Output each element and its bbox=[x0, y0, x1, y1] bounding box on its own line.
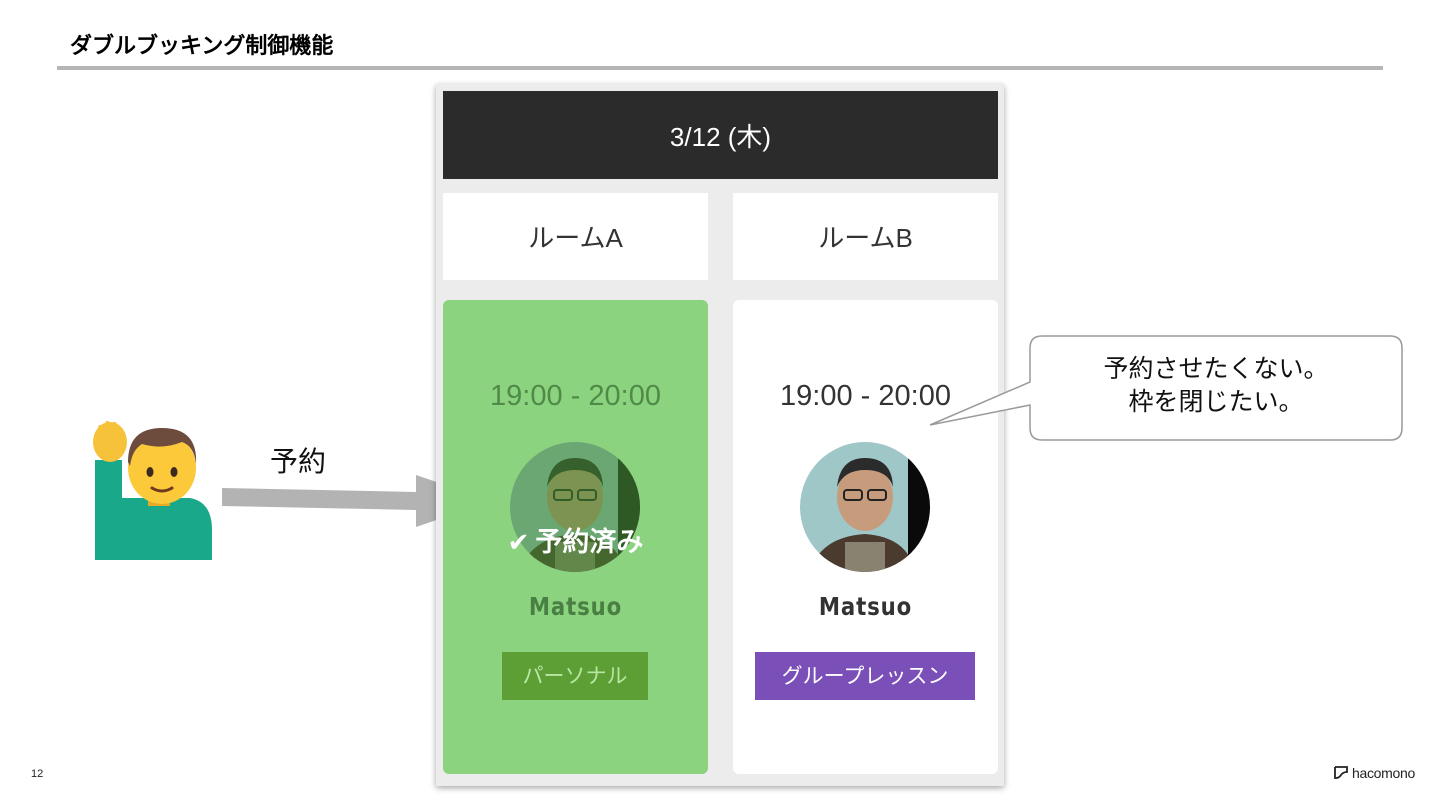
instructor-name: Matsuo bbox=[463, 592, 688, 621]
hacomono-logo-icon bbox=[1333, 766, 1349, 780]
date-header: 3/12 (木) bbox=[443, 91, 998, 179]
schedule-panel: 3/12 (木) ルームA ルームB 19:00 - 20:00 ✔予約済み M… bbox=[436, 84, 1004, 786]
instructor-avatar bbox=[800, 442, 930, 572]
speech-bubble-text: 予約させたくない。 枠を閉じたい。 bbox=[1032, 352, 1400, 418]
room-b-header: ルームB bbox=[733, 193, 998, 280]
title-divider bbox=[57, 66, 1383, 70]
bubble-line-2: 枠を閉じたい。 bbox=[1032, 385, 1400, 418]
instructor-name: Matsuo bbox=[753, 592, 978, 621]
lesson-card-room-a[interactable]: 19:00 - 20:00 ✔予約済み Matsuo パーソナル bbox=[443, 300, 708, 774]
page-number: 12 bbox=[31, 768, 43, 780]
brand-name: hacomono bbox=[1352, 765, 1415, 781]
lesson-time: 19:00 - 20:00 bbox=[443, 380, 708, 413]
booked-status: ✔予約済み bbox=[443, 520, 708, 559]
slide-title: ダブルブッキング制御機能 bbox=[70, 28, 333, 60]
booked-status-label: 予約済み bbox=[535, 527, 643, 558]
lesson-type-badge: パーソナル bbox=[502, 652, 648, 700]
lesson-type-badge: グループレッスン bbox=[755, 652, 975, 700]
checkmark-icon: ✔ bbox=[508, 528, 530, 558]
room-a-header: ルームA bbox=[443, 193, 708, 280]
person-raising-hand-icon bbox=[90, 420, 215, 560]
brand-logo: hacomono bbox=[1333, 765, 1415, 781]
bubble-line-1: 予約させたくない。 bbox=[1032, 352, 1400, 385]
